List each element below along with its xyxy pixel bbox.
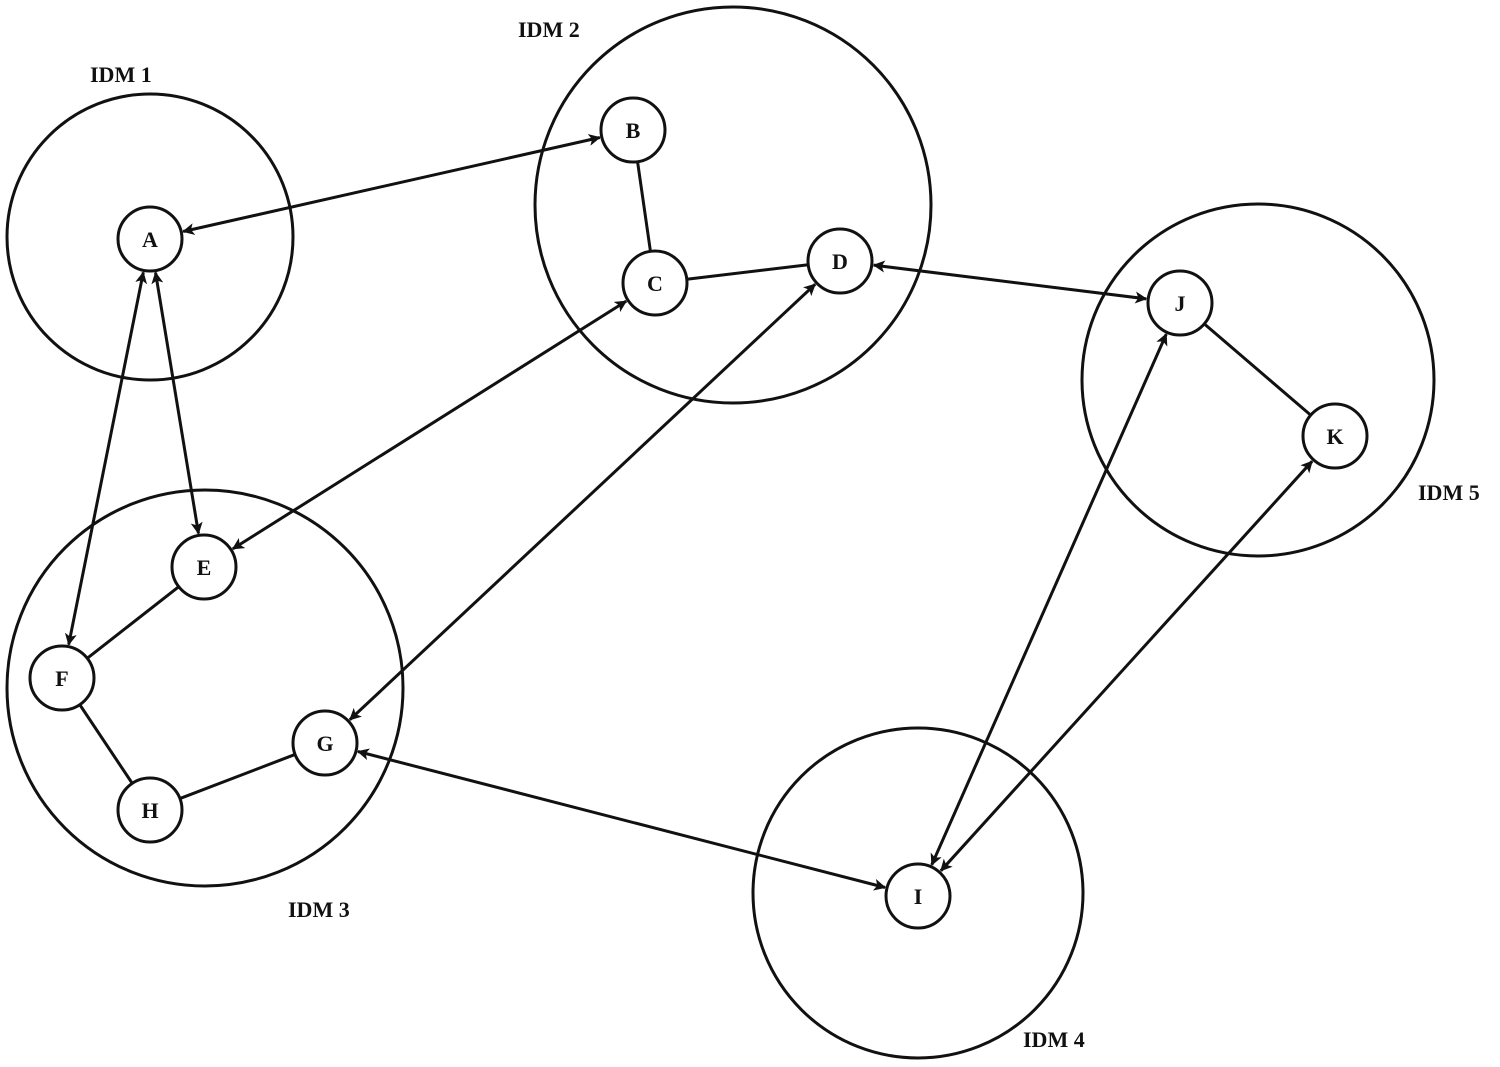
internal-edges [78, 161, 1312, 800]
node-circle-d [806, 227, 874, 295]
edge-c-d [686, 263, 809, 281]
node-circle-f [28, 644, 96, 712]
node-f: F [28, 644, 96, 712]
group-circles [5, 5, 1436, 1060]
link-arrow-a-f [64, 271, 148, 646]
node-label-a: A [142, 227, 158, 252]
group-label-idm3: IDM 3 [288, 897, 350, 922]
node-a: A [116, 205, 184, 273]
node-circle-c [621, 249, 689, 317]
group-circle-idm4 [751, 726, 1085, 1060]
node-circle-b [599, 96, 667, 164]
inter-group-links [64, 134, 1314, 891]
edge-f-h [78, 703, 134, 785]
node-circle-g [291, 709, 359, 777]
node-h: H [116, 776, 184, 844]
link-arrow-j-i [930, 333, 1168, 866]
node-d: D [806, 227, 874, 295]
link-arrow-a-b [182, 134, 601, 235]
node-circle-a [116, 205, 184, 273]
node-e: E [170, 533, 238, 601]
group-label-idm5: IDM 5 [1418, 480, 1480, 505]
node-b: B [599, 96, 667, 164]
node-circle-h [116, 776, 184, 844]
node-label-g: G [316, 731, 333, 756]
node-circle-i [884, 862, 952, 930]
node-label-d: D [832, 249, 848, 274]
node-g: G [291, 709, 359, 777]
group-labels: IDM 1 IDM 2 IDM 3 IDM 4 IDM 5 [90, 17, 1480, 1052]
link-arrow-d-j [872, 260, 1148, 304]
link-arrow-k-i [939, 460, 1314, 872]
node-i: I [884, 862, 952, 930]
node-j: J [1146, 269, 1214, 337]
node-c: C [621, 249, 689, 317]
node-label-j: J [1175, 291, 1186, 316]
node-label-h: H [141, 798, 158, 823]
node-label-f: F [55, 666, 68, 691]
node-circle-j [1146, 269, 1214, 337]
node-label-e: E [197, 555, 212, 580]
group-circle-idm1 [5, 92, 295, 382]
edge-b-c [636, 161, 652, 252]
node-label-k: K [1326, 424, 1343, 449]
node-k: K [1301, 402, 1369, 470]
node-label-i: I [914, 884, 923, 909]
edge-h-g [179, 753, 296, 800]
edge-j-k [1203, 322, 1312, 417]
link-arrow-g-i [356, 748, 887, 891]
group-label-idm2: IDM 2 [518, 17, 580, 42]
node-label-c: C [647, 271, 663, 296]
link-arrow-d-g [348, 283, 817, 721]
node-label-b: B [626, 118, 641, 143]
group-circle-idm5 [1080, 202, 1436, 558]
nodes: A B C D E F G H I J K [28, 96, 1369, 930]
node-circle-e [170, 533, 238, 601]
group-label-idm4: IDM 4 [1023, 1027, 1085, 1052]
link-arrow-a-e [151, 271, 203, 535]
group-label-idm1: IDM 1 [90, 62, 152, 87]
edge-e-f [86, 585, 180, 660]
link-arrow-c-e [231, 299, 628, 551]
node-circle-k [1301, 402, 1369, 470]
group-circle-idm2 [533, 5, 933, 405]
